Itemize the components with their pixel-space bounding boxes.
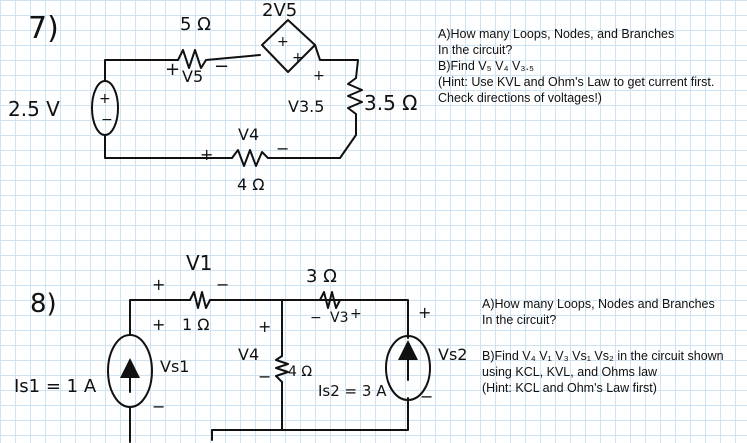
svg-text:−: − [101, 112, 113, 128]
wire-8-bottom [211, 397, 409, 441]
v4-plus-7: + [200, 145, 213, 164]
current-source-is2 [385, 335, 431, 401]
resistor-4ohm [231, 149, 341, 167]
r4-label-7: 4 Ω [237, 175, 265, 194]
resistor-3ohm [319, 291, 341, 309]
svg-text:+: + [277, 34, 289, 50]
v3-plus: + [350, 306, 362, 322]
v1-label: V1 [186, 251, 212, 275]
p8-question-a-line2: In the circuit? [482, 313, 557, 327]
problem-8-questions-a: A)How many Loops, Nodes and Branches In … [482, 296, 715, 328]
p8-question-a-line1: A)How many Loops, Nodes and Branches [482, 297, 715, 311]
r1-label-8: 1 Ω [182, 315, 210, 334]
wire-8-top [209, 299, 409, 339]
v1-minus: − [216, 275, 229, 294]
circuit-8: 8) 1 Ω V1 + − 3 Ω V3 − + 4 Ω V4 + − Is1 … [14, 251, 467, 443]
problem-8-questions-b: B)Find V₄ V₁ V₃ Vs₁ Vs₂ in the circuit s… [482, 348, 724, 396]
problem-8-number: 8) [30, 289, 57, 319]
r3-label: 3 Ω [306, 266, 337, 287]
p8-question-b-line1: B)Find V₄ V₁ V₃ Vs₁ Vs₂ in the circuit s… [482, 349, 724, 363]
r5-label: 5 Ω [180, 14, 211, 35]
v5-minus: − [214, 56, 229, 77]
v3-minus: − [310, 310, 322, 326]
v4-minus-8: − [258, 367, 271, 386]
v4-plus-8: + [258, 317, 271, 336]
v4-label-8: V4 [238, 345, 259, 364]
wire-8-left-top [129, 299, 191, 336]
v4-label-7: V4 [238, 125, 259, 144]
v3-label: V3 [330, 310, 348, 326]
dep-source-label: 2V5 [262, 0, 297, 21]
circuit-7: 7) + − 2.5 V 5 Ω + V5 − + + 2V5 3.5 Ω + … [8, 0, 417, 194]
is1-arrow-icon [120, 358, 140, 378]
is1-label: Is1 = 1 A [14, 376, 97, 397]
v35-plus: + [313, 68, 325, 84]
wire-7-top-right [314, 44, 359, 79]
v5-label: V5 [182, 67, 203, 86]
is2-label: Is2 = 3 A [318, 382, 387, 400]
vs1-plus: + [152, 315, 165, 334]
p7-question-a-line1: A)How many Loops, Nodes, and Branches [438, 27, 675, 41]
p7-hint-line1: (Hint: Use KVL and Ohm's Law to get curr… [438, 75, 715, 89]
v4-minus-7: − [276, 139, 289, 158]
resistor-5ohm [134, 49, 261, 69]
wire-7-bottom-left [104, 134, 233, 159]
vs2-minus: − [420, 387, 433, 406]
v1-plus: + [152, 275, 165, 294]
p7-question-b: B)Find V₅ V₄ V₃.₅ [438, 59, 534, 73]
vs2-label: Vs2 [438, 345, 467, 364]
is2-arrow-icon [398, 340, 418, 360]
p8-hint: (Hint: KCL and Ohm's Law first) [482, 381, 657, 395]
source-7-label: 2.5 V [8, 97, 60, 121]
p8-question-b-line2: using KCL, KVL, and Ohms law [482, 365, 658, 379]
problem-7-number: 7) [28, 11, 59, 46]
wire-7-top-left [104, 59, 136, 81]
resistor-4ohm-8 [275, 355, 289, 383]
vs1-label: Vs1 [160, 357, 189, 376]
p7-question-a-line2: In the circuit? [438, 43, 513, 57]
svg-text:+: + [99, 91, 111, 107]
problem-7-questions: A)How many Loops, Nodes, and Branches In… [438, 26, 714, 106]
v5-plus: + [165, 59, 180, 80]
v35-label: V3.5 [288, 97, 324, 116]
vs2-plus: + [418, 303, 431, 322]
vs1-minus: − [152, 397, 165, 416]
r4-label-8: 4 Ω [288, 364, 312, 380]
svg-text:+: + [292, 50, 304, 66]
r35-label: 3.5 Ω [364, 91, 417, 115]
resistor-1ohm [189, 291, 211, 309]
current-source-is1 [107, 334, 153, 408]
resistor-3.5ohm [339, 77, 363, 159]
p7-hint-line2: Check directions of voltages!) [438, 91, 602, 105]
